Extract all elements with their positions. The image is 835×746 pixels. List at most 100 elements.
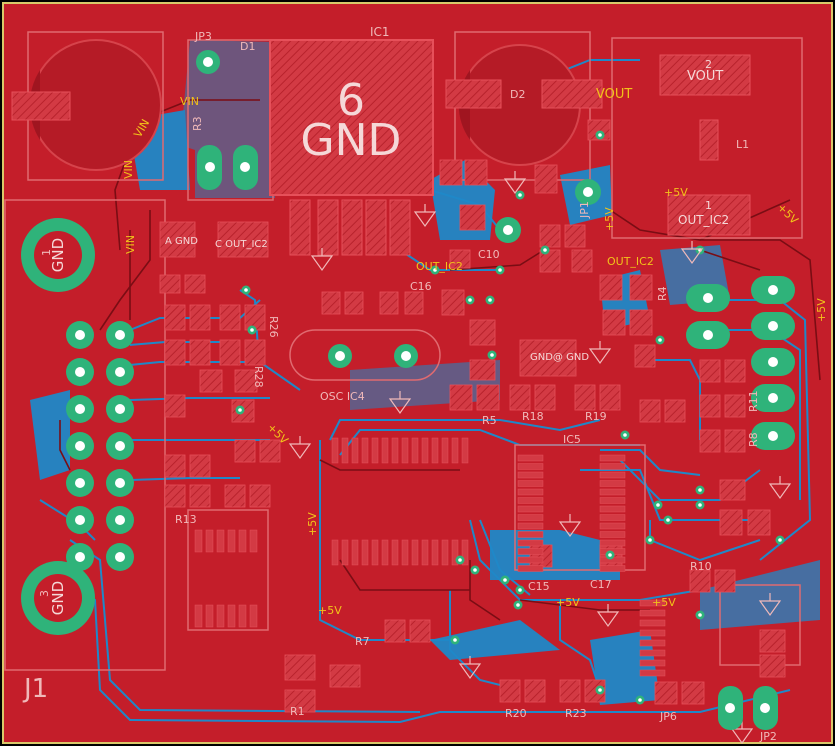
label-r7: R7 [355,635,370,648]
via [487,350,497,360]
label-jp3: JP3 [194,30,212,43]
ic-pin [517,548,544,555]
ic-pin [639,669,666,677]
ic-pin [599,565,626,572]
label-r28: R28 [252,366,265,388]
ic-pin [639,609,666,617]
via [595,130,605,140]
via [663,515,673,525]
header-pin [66,469,94,497]
header-pin [66,432,94,460]
smd-pads[interactable] [159,119,786,713]
ground-symbol [413,204,437,228]
header-right[interactable] [686,276,795,450]
ic-pin [517,539,544,547]
net-vin-1: VIN [180,95,199,108]
outic2-pad-number: 1 [705,199,712,212]
via [655,335,665,345]
ic-pin [238,529,247,553]
header-pin [751,276,795,304]
ic-pin [599,505,626,513]
ground-symbol [558,514,582,538]
ic1-regulator[interactable]: 6 GND [269,39,434,256]
ground-symbol [288,436,312,460]
ic-pin [227,604,236,628]
ic-pin [461,437,469,464]
label-r11: R11 [747,390,760,412]
via [500,575,510,585]
power-pads[interactable] [11,54,751,236]
ground-symbol [768,476,792,500]
mounting-hole-bottom[interactable]: GND [21,561,95,635]
header-pin [751,384,795,412]
silkscreen-labels: JP3 D1 D2 J1 JP1 JP2 JP6 R1 R3 R4 R5 R7 … [22,30,777,743]
label-c16: C16 [410,280,432,293]
ic-pin [381,539,389,566]
via [495,265,505,275]
ic-pin [341,437,349,464]
ic-pin [331,539,339,566]
ic-pin [249,529,258,553]
ic-pin [639,629,666,637]
via [241,285,251,295]
mounting-hole-bottom-label: GND [49,581,67,615]
mounting-hole-top[interactable]: GND [21,218,95,292]
ic-pin [599,463,626,470]
ground-symbol [310,248,334,272]
ic1-label: IC1 [370,25,390,39]
header-pin [66,543,94,571]
label-a-gnd: A GND [165,236,198,247]
vias [235,130,785,705]
header-pin [106,543,134,571]
label-c15: C15 [528,580,550,593]
jumpers[interactable] [196,50,778,730]
ic-pin [451,437,459,464]
ic-pin [216,529,225,553]
via [515,190,525,200]
label-ic5: IC5 [563,433,581,446]
label-r26: R26 [267,316,280,338]
ground-symbol [503,171,527,195]
ic-pin [517,565,544,572]
header-pin [106,358,134,386]
via [695,245,705,255]
net-p5v-9: +5V [652,596,676,609]
net-vin-3: VIN [122,160,135,179]
oscillator[interactable] [328,344,418,368]
via [470,565,480,575]
via [635,695,645,705]
ic-pin [351,437,359,464]
vout-pad-number: 2 [705,58,712,71]
ic-pin [461,539,469,566]
ic-pin [341,539,349,566]
ic-pin [421,437,429,464]
ic1-pin-number: 6 [337,75,365,126]
ic-pin [639,619,666,627]
header-pin [66,395,94,423]
header-pin [751,348,795,376]
net-p5v-8: +5V [556,596,580,609]
ground-symbol [588,341,612,365]
via [695,500,705,510]
vout-pad-net: VOUT [687,69,723,84]
via [465,295,475,305]
label-d1: D1 [240,40,255,53]
header-pin [106,469,134,497]
l1-label: L1 [736,138,749,151]
ic-pin [249,604,258,628]
label-j1: J1 [22,674,48,704]
label-r18: R18 [522,410,544,423]
label-r4: R4 [656,286,669,301]
header-pin [66,358,94,386]
via [540,245,550,255]
ic-pin [361,539,369,566]
via [450,635,460,645]
ic-pin [517,463,544,470]
label-r5: R5 [482,414,497,427]
ic-pin [517,497,544,504]
header-j1[interactable] [66,321,134,571]
ic-pin [517,480,544,487]
ic-pin [205,529,214,553]
